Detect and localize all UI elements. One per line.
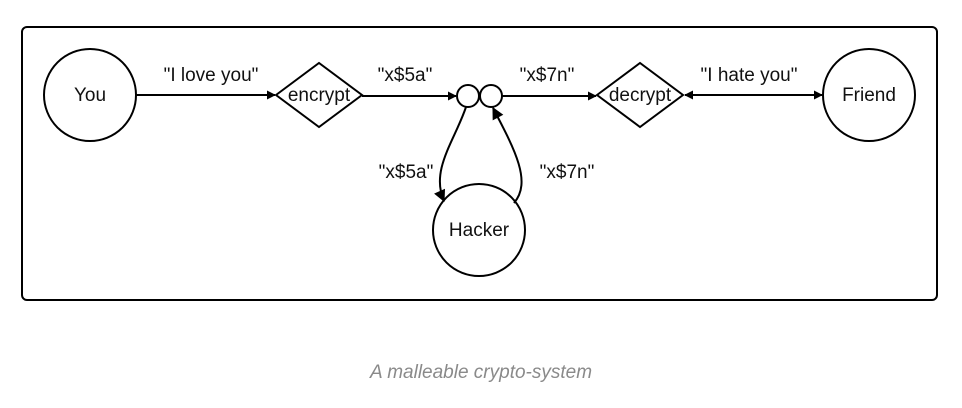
node-decrypt: decrypt [595,61,685,129]
junction-left [456,84,480,108]
label-i-hate-you: "I hate you" [701,65,798,86]
node-hacker-label: Hacker [449,220,510,241]
node-friend: Friend [822,48,916,142]
node-hacker: Hacker [432,183,526,277]
node-encrypt: encrypt [274,61,364,129]
label-i-love-you: "I love you" [164,65,259,86]
label-x7n-hacker: "x$7n" [540,162,595,183]
diagram-frame [21,26,938,301]
label-x5a-top: "x$5a" [378,65,433,86]
label-x5a-hacker: "x$5a" [379,162,434,183]
node-encrypt-label: encrypt [288,85,351,106]
junction-right [479,84,503,108]
node-friend-label: Friend [842,85,896,106]
node-you: You [43,48,137,142]
diagram-caption: A malleable crypto-system [369,362,593,383]
node-decrypt-label: decrypt [609,85,672,106]
crypto-diagram: You encrypt decrypt Friend Hacker "I lov… [21,26,938,301]
edge-junction-to-hacker [434,106,467,203]
label-x7n-top: "x$7n" [520,65,575,86]
edge-hacker-to-junction [492,106,523,204]
node-you-label: You [74,85,106,106]
